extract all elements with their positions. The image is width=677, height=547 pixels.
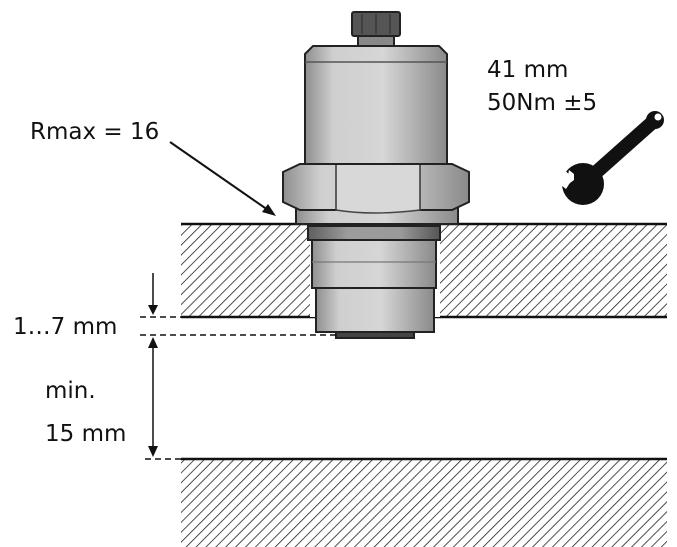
protrusion-label: 1…7 mm [13, 314, 117, 340]
sensor [282, 11, 470, 339]
wrench-icon [552, 111, 664, 205]
roughness-label: Rmax = 16 [30, 119, 159, 145]
protrusion-dimension [140, 273, 336, 336]
wrench-size-label: 41 mm [487, 57, 568, 83]
min-distance-dimension [145, 337, 181, 460]
min-label: min. [45, 378, 96, 404]
lower-wall [181, 457, 667, 547]
torque-label: 50Nm ±5 [487, 90, 597, 116]
roughness-leader-arrow [169, 141, 276, 216]
min-distance-label: 15 mm [45, 421, 126, 447]
